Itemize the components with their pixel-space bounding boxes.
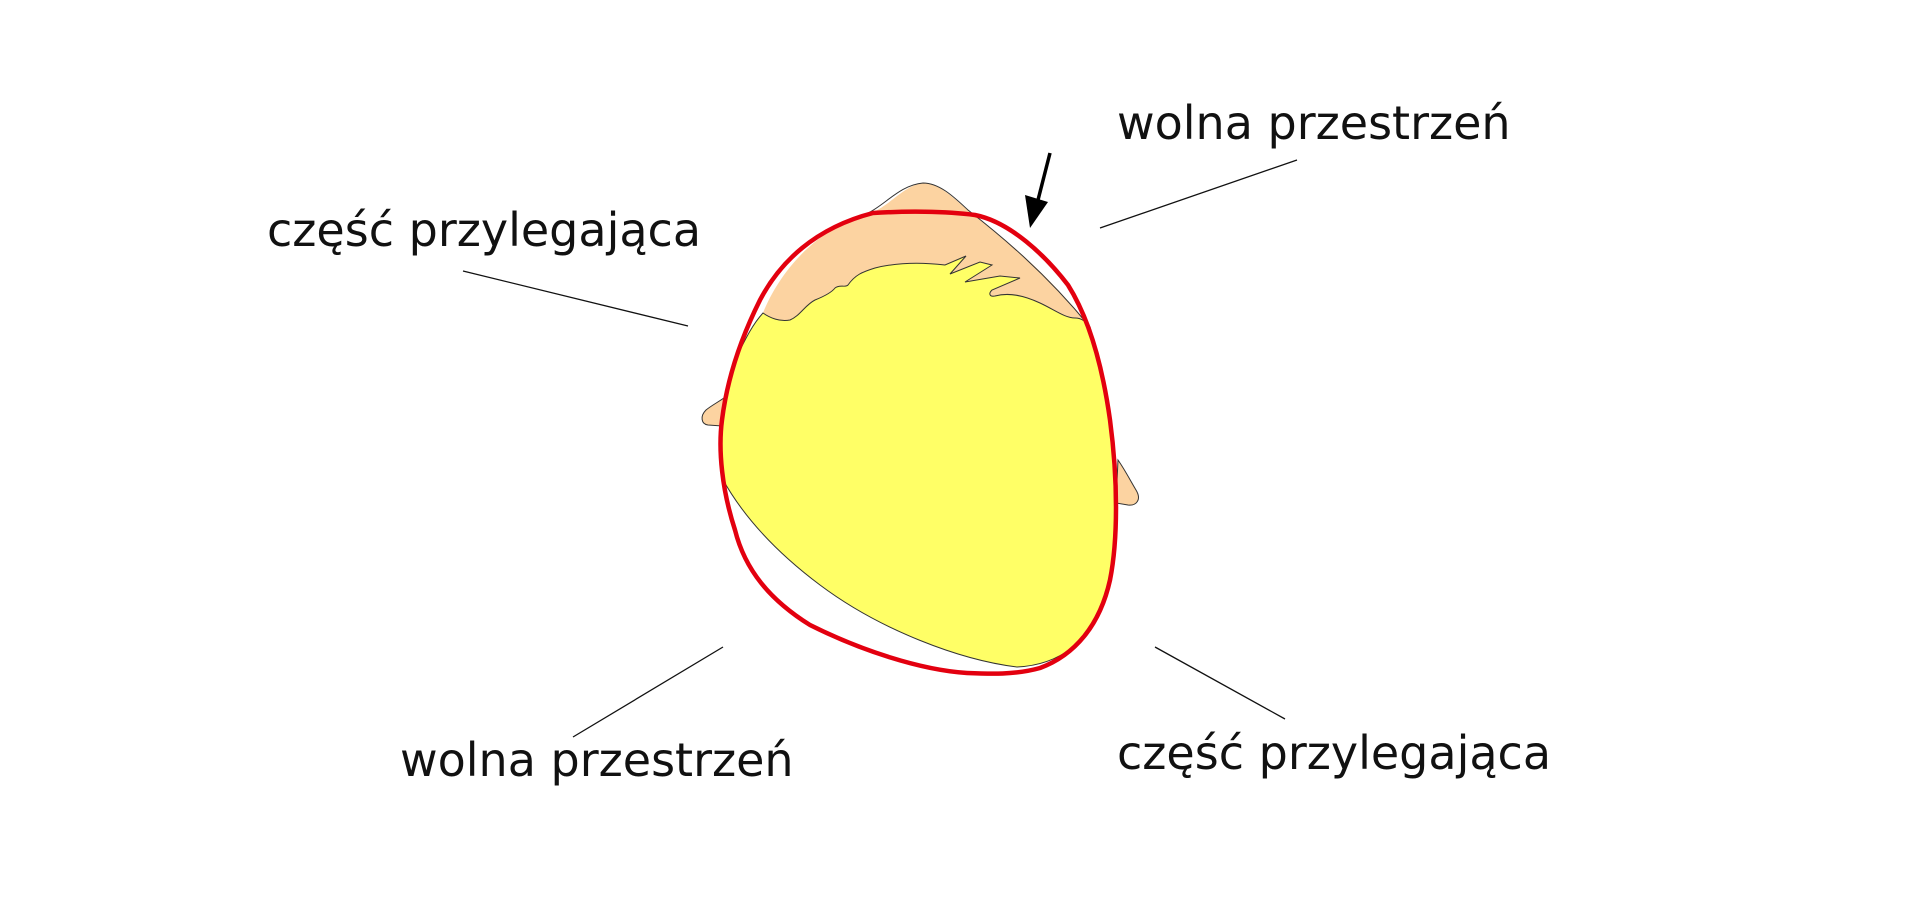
fit-outline xyxy=(718,209,1119,676)
leader-line-bottom-left xyxy=(572,646,724,738)
leader-line-top-left xyxy=(462,270,689,327)
skin-edge-line xyxy=(867,182,1091,328)
leader-line-top-right xyxy=(1099,159,1298,229)
hair-region xyxy=(720,255,1117,668)
label-adjacent-part-top-left: część przylegająca xyxy=(267,203,702,257)
label-adjacent-part-bottom-right: część przylegająca xyxy=(1117,726,1552,780)
leader-line-bottom-right xyxy=(1154,646,1286,720)
right-ear xyxy=(1115,458,1139,506)
label-free-space-bottom-left: wolna przestrzeń xyxy=(400,733,794,787)
down-arrow-icon xyxy=(1025,152,1052,228)
label-free-space-top-right: wolna przestrzeń xyxy=(1117,96,1511,150)
